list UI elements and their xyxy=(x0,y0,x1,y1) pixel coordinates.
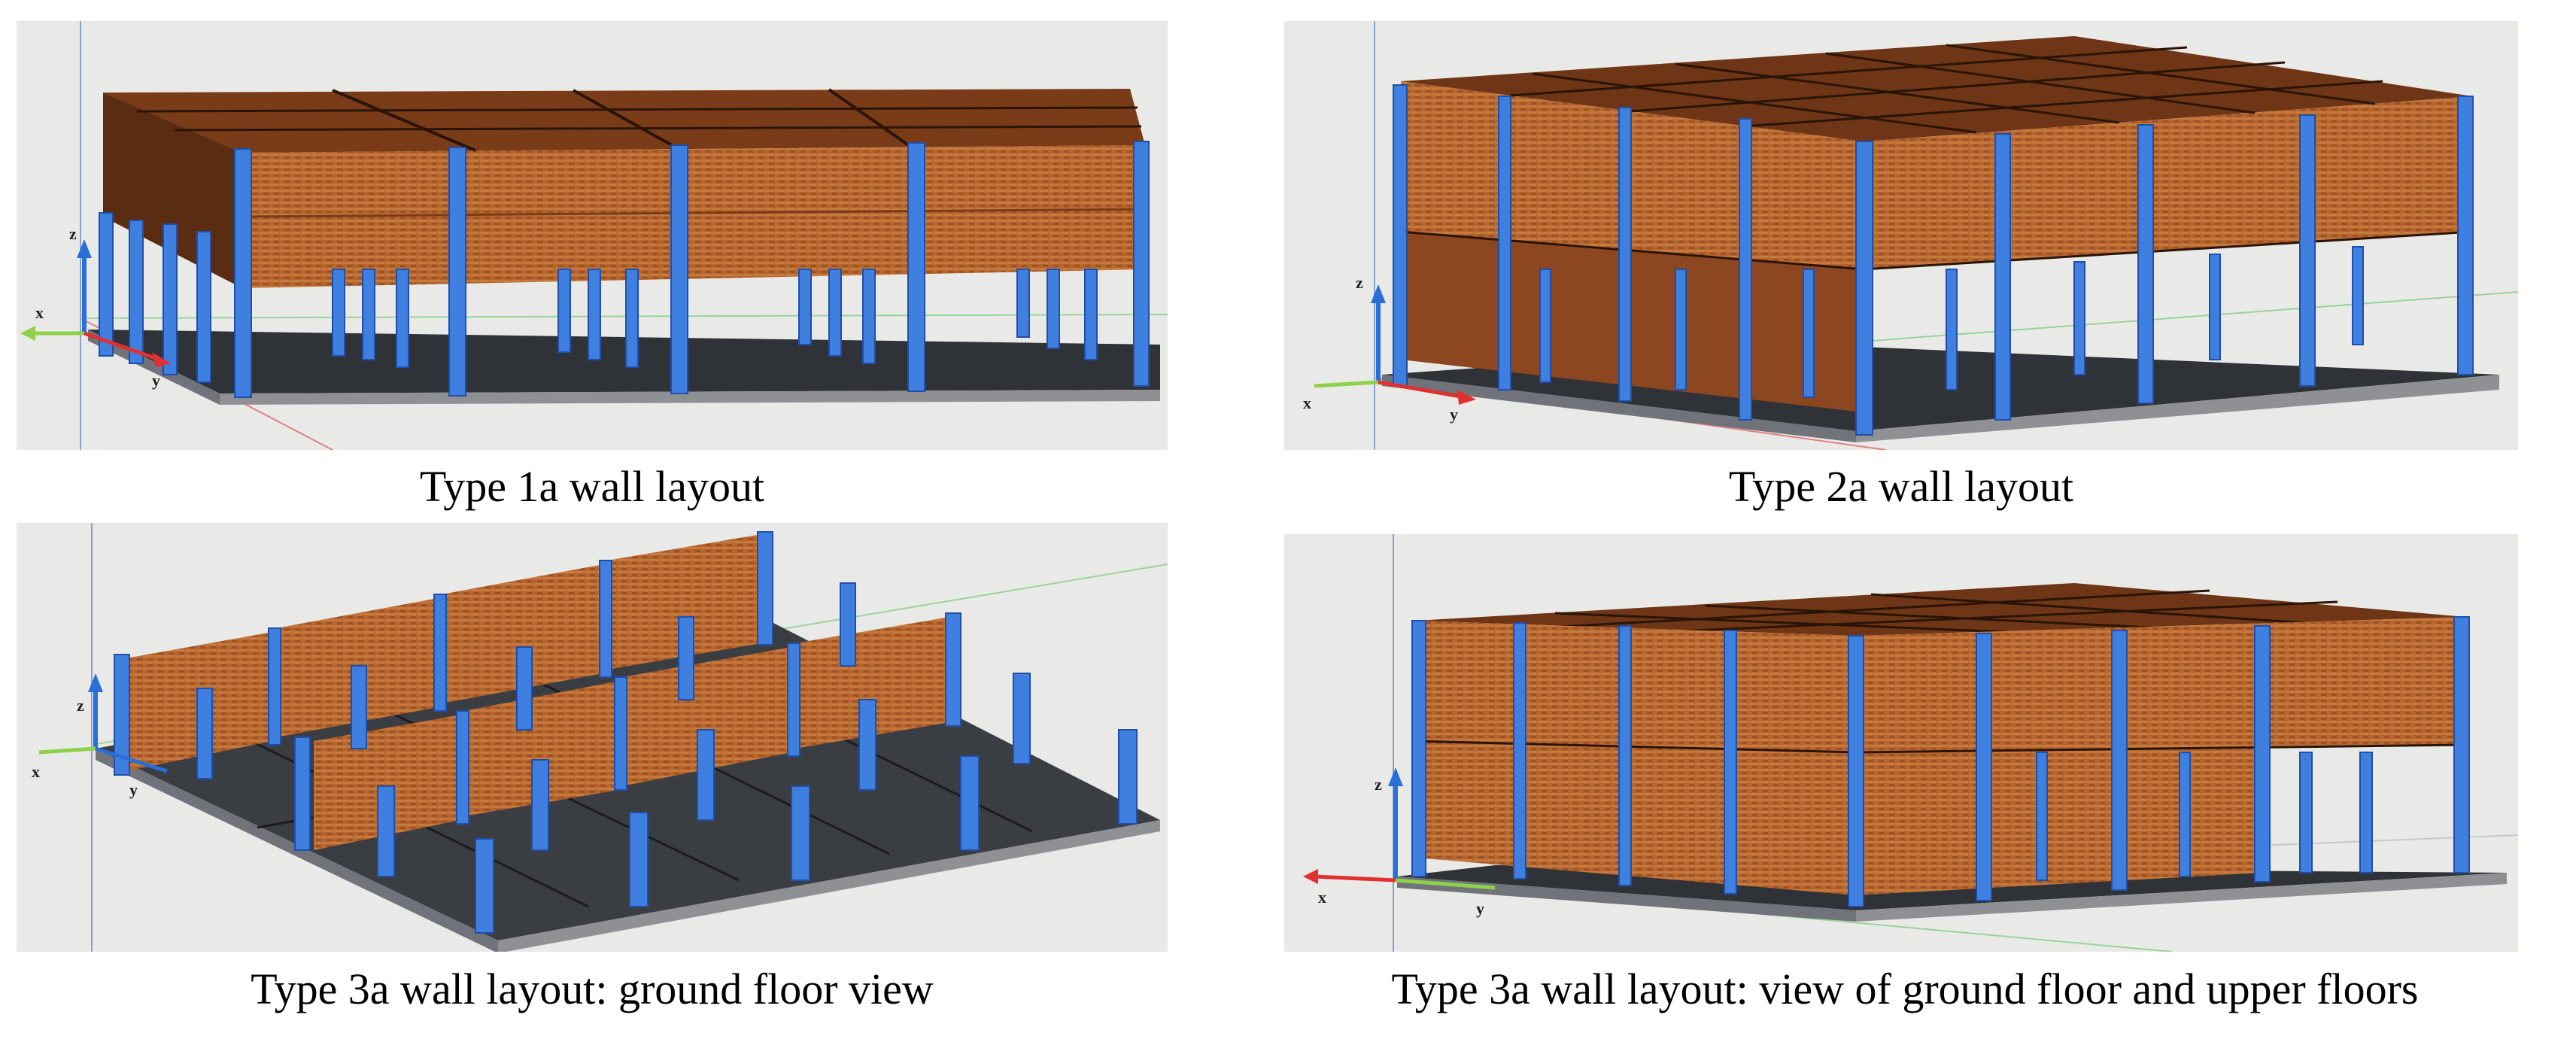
y-axis-label: y xyxy=(129,780,138,799)
brick-wall-upper-right xyxy=(1856,617,2465,752)
brick-walls-front xyxy=(314,617,949,850)
y-axis-label: y xyxy=(1476,899,1484,918)
panel-type-3a-upper: z x y xyxy=(1284,534,2518,952)
columns xyxy=(1393,84,2474,436)
y-axis-label: y xyxy=(152,371,160,390)
brick-wall-ground-right xyxy=(1856,749,2262,895)
caption-type-3a-upper: Type 3a wall layout: view of ground floo… xyxy=(1391,965,2419,1013)
caption-type-1a: Type 1a wall layout xyxy=(419,462,765,511)
z-axis-label: z xyxy=(1375,775,1382,794)
z-axis-label: z xyxy=(77,696,84,715)
z-axis-label: z xyxy=(1356,273,1363,292)
brick-wall-upper-left xyxy=(1416,621,1856,752)
model-view-type-3a-upper: z x y xyxy=(1303,534,2518,952)
caption-type-3a-ground: Type 3a wall layout: ground floor view xyxy=(251,965,934,1013)
model-view-type-3a-ground: z x y xyxy=(32,523,1168,952)
columns xyxy=(99,141,1150,398)
panel-type-3a-ground: z x y xyxy=(17,523,1168,952)
x-axis-label: x xyxy=(1318,888,1326,907)
columns xyxy=(114,531,1138,934)
roof-top xyxy=(103,89,1145,153)
caption-type-2a: Type 2a wall layout xyxy=(1728,462,2074,511)
ground-slab xyxy=(88,330,1160,393)
panel-type-2a: z x y xyxy=(1284,21,2518,450)
z-axis-label: z xyxy=(69,224,77,243)
y-axis-label: y xyxy=(1450,405,1458,424)
brick-wall-right xyxy=(1864,96,2473,269)
x-axis-label: x xyxy=(35,303,44,322)
x-axis-label: x xyxy=(1303,393,1311,412)
roof-top xyxy=(1416,583,2465,636)
model-view-type-2a: z x y xyxy=(1303,21,2518,450)
panel-type-1a: z x y xyxy=(17,21,1168,450)
model-view-type-1a: z x y xyxy=(20,21,1168,450)
columns xyxy=(1411,616,2470,907)
x-axis-label: x xyxy=(32,762,40,781)
